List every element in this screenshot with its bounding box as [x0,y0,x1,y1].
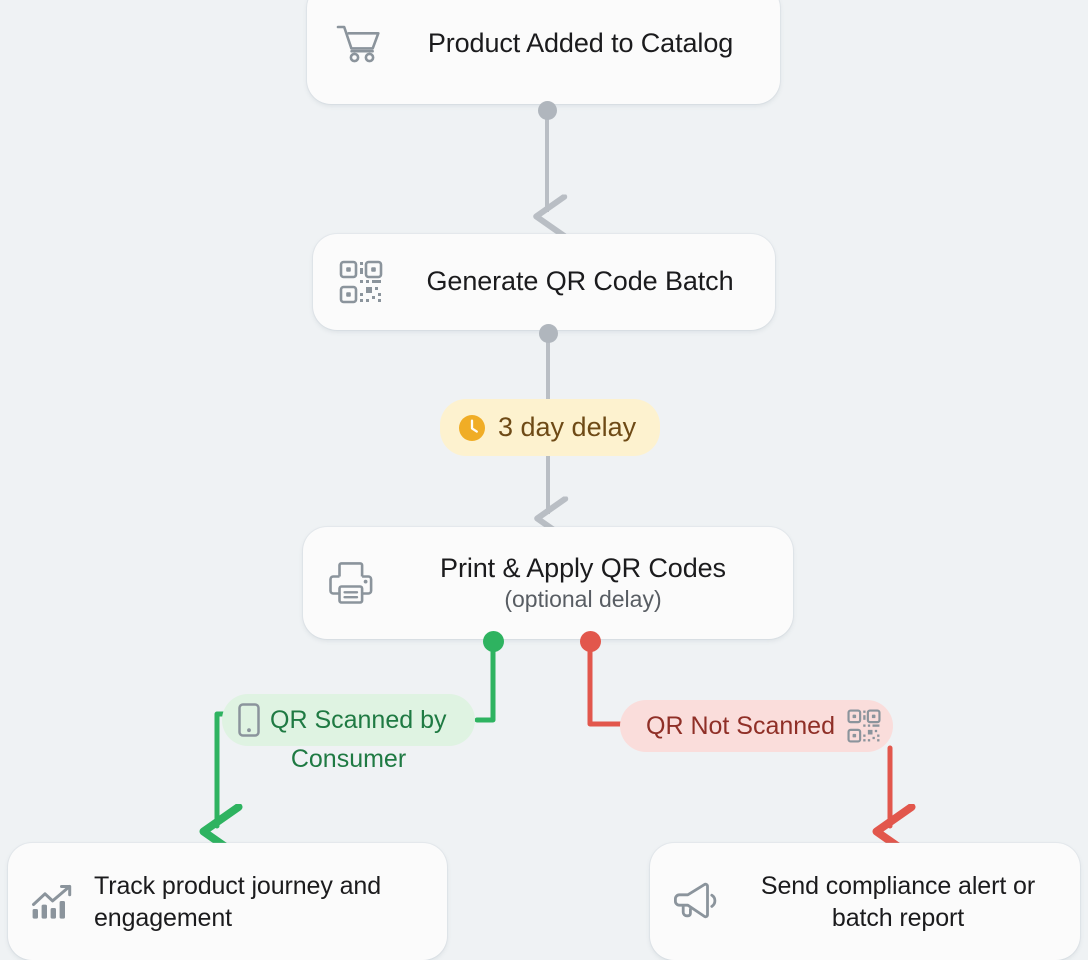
node-generate-body: Generate QR Code Batch [405,266,755,298]
qr-code-icon [847,709,881,743]
node-send-compliance-alert[interactable]: Send compliance alert or batch report [650,843,1080,960]
edge-print-to-scanned [474,642,496,723]
qr-code-icon [337,260,385,304]
mobile-phone-icon [238,703,260,737]
edge-handle-dot-product [538,101,557,120]
node-title: Send compliance alert or batch report [760,871,1036,932]
node-subtitle: (optional delay) [504,585,662,612]
badge-qr-not-scanned[interactable]: QR Not Scanned [620,700,893,752]
node-title: Generate QR Code Batch [426,266,734,297]
node-generate-qr-code-batch[interactable]: Generate QR Code Batch [313,234,775,330]
badge-qr-scanned-label-line2: Consumer [290,745,407,773]
node-send-body: Send compliance alert or batch report [734,870,1062,934]
printer-icon [327,561,375,605]
badge-qr-not-scanned-label: QR Not Scanned [646,711,835,740]
edge-handle-dot-danger [580,631,601,652]
node-print-and-apply-qr-codes[interactable]: Print & Apply QR Codes (optional delay) [303,527,793,639]
badge-delay[interactable]: 3 day delay [440,399,661,456]
node-product-body: Product Added to Catalog [403,28,758,60]
chart-up-icon [30,883,76,921]
node-title: Print & Apply QR Codes [440,552,726,583]
node-track-product-journey[interactable]: Track product journey and engagement [8,843,447,960]
edge-print-to-not-scanned [587,642,627,727]
clock-icon [458,414,486,442]
node-title: Product Added to Catalog [427,28,734,59]
badge-qr-scanned-label: QR Scanned by [270,705,447,734]
badge-qr-scanned-by-consumer[interactable]: QR Scanned by [222,694,475,746]
node-print-body: Print & Apply QR Codes (optional delay) [393,553,773,613]
node-product-added-to-catalog[interactable]: Product Added to Catalog [307,0,780,104]
node-track-body: Track product journey and engagement [94,870,429,934]
node-title: Track product journey and engagement [94,871,382,932]
shopping-cart-icon [331,23,387,65]
badge-delay-label: 3 day delay [498,412,637,442]
edge-handle-dot-success [483,631,504,652]
edge-handle-dot-generate [539,324,558,343]
megaphone-icon [670,882,718,922]
